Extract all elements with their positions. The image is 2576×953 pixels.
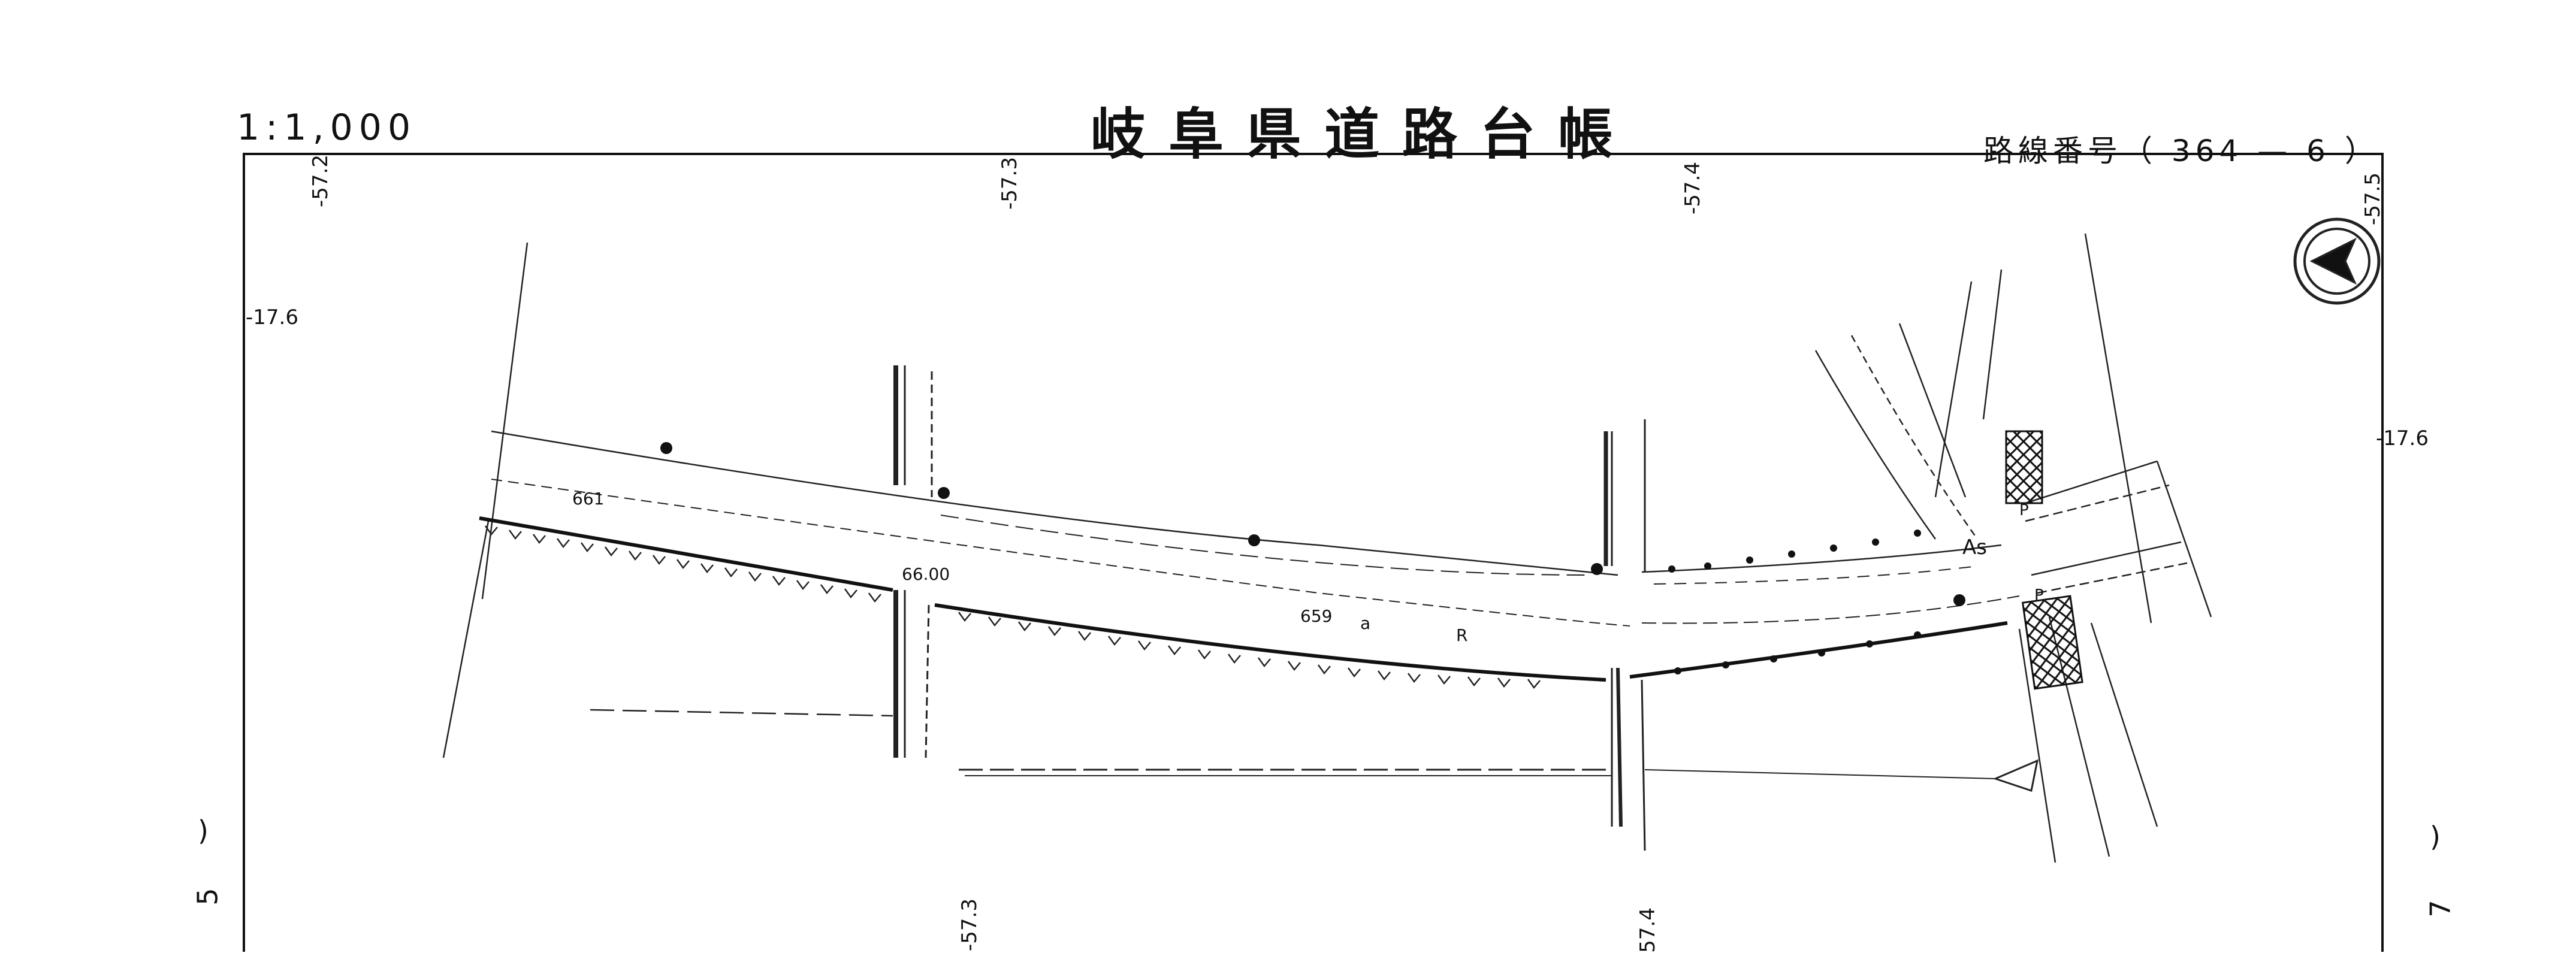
road-label-a: a — [1360, 613, 1370, 633]
main-road — [479, 430, 2020, 682]
grid-label-right: -17.6 — [2376, 426, 2429, 450]
boundary-line-left-upper — [481, 242, 529, 600]
embankment-hatching — [484, 525, 1541, 689]
elevation-label-6600: 66.00 — [902, 564, 950, 584]
hatched-block-north — [2005, 430, 2043, 504]
road-label-r: R — [1456, 625, 1467, 645]
side-road-center — [959, 419, 1996, 851]
parking-label-2: P — [2034, 586, 2044, 604]
traffic-island — [1992, 759, 2039, 792]
page-title: 岐阜県道路台帳 — [1091, 102, 1636, 167]
surface-label-as: As — [1962, 536, 1987, 559]
elevation-label-661: 661 — [572, 489, 604, 509]
sheet-bracket-left: ) — [198, 815, 209, 847]
boundary-line-left-lower — [442, 521, 490, 758]
route-number: 路線番号（ 364 — 6 ） — [1983, 134, 2379, 168]
hatched-block-south — [2021, 595, 2083, 690]
north-arrow-icon — [2293, 217, 2381, 305]
parking-label-1: P — [2019, 501, 2029, 519]
sheet-bracket-right: ) — [2430, 821, 2441, 853]
intersection-east — [1814, 233, 2212, 863]
elevation-label-659: 659 — [1300, 606, 1332, 626]
map-frame — [243, 153, 2384, 952]
grid-label-left: -17.6 — [246, 305, 298, 329]
utility-poles — [660, 442, 1965, 606]
map-scale: 1:1,000 — [237, 107, 417, 149]
side-road-west — [590, 365, 933, 758]
curb-markers — [1668, 530, 1921, 674]
